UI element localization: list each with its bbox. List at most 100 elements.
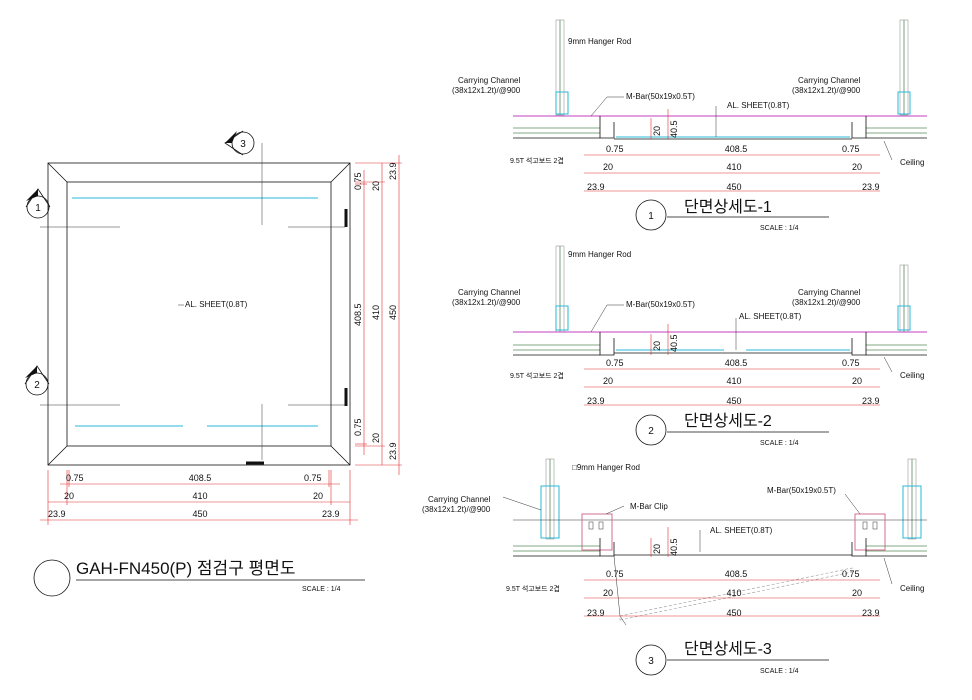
dim-label: 20 [652, 126, 662, 136]
section-title-circle [635, 199, 667, 231]
dim-label: 20 [652, 544, 662, 554]
section-marker-3: 3 [224, 130, 255, 156]
dim-label: 23.9 [322, 509, 340, 519]
dim-label: 0.75 [606, 569, 624, 579]
dim-label: 0.75 [304, 473, 322, 483]
mbar-clip [581, 513, 613, 551]
mbar-clip [854, 513, 886, 551]
section-title: 단면상세도-2 [684, 412, 772, 430]
dim-label: 23.9 [862, 182, 880, 192]
ceiling-label: Ceiling [900, 371, 924, 380]
dim-label: 20 [313, 491, 323, 501]
marker-number: 1 [35, 203, 41, 214]
dim-label: 410 [371, 305, 381, 320]
carrying-label: (38x12x1.2t)/@900 [422, 505, 491, 514]
dim-label: 450 [726, 396, 741, 406]
plan-title-circle [33, 559, 71, 597]
dim-label: 23.9 [587, 182, 605, 192]
carrying-label: Carrying Channel [458, 288, 520, 297]
hanger-label: □9mm Hanger Rod [572, 463, 640, 472]
dim-label: 0.75 [842, 144, 860, 154]
dim-label: 20 [852, 376, 862, 386]
section-number: 1 [648, 211, 654, 222]
dim-label: 0.75 [66, 473, 84, 483]
section-scale: SCALE : 1/4 [760, 225, 799, 232]
plan-scale: SCALE : 1/4 [302, 586, 341, 593]
plan-sheet-label: AL. SHEET(0.8T) [185, 300, 248, 309]
dim-label: 408.5 [353, 303, 363, 326]
mbar-label: M-Bar(50x19x0.5T) [626, 92, 695, 101]
section-detail-3: □9mm Hanger Rod Carrying Channel (38x12x… [422, 458, 927, 676]
dim-label: 450 [726, 182, 741, 192]
dim-label: 408.5 [725, 358, 748, 368]
dim-label: 23.9 [388, 162, 398, 180]
carrying-label: (38x12x1.2t)/@900 [792, 86, 861, 95]
dim-label: 450 [726, 608, 741, 618]
dim-label: 0.75 [353, 418, 363, 436]
dim-label: 410 [726, 162, 741, 172]
dim-label: 0.75 [842, 358, 860, 368]
mbar-label: M-Bar(50x19x0.5T) [626, 300, 695, 309]
dim-label: 40.5 [669, 334, 679, 352]
dim-label: 410 [726, 376, 741, 386]
section-title-circle [635, 414, 667, 446]
dim-label: 23.9 [388, 442, 398, 460]
dim-label: 450 [388, 305, 398, 320]
dim-label: 20 [652, 341, 662, 351]
dim-label: 40.5 [669, 120, 679, 138]
carrying-label: Carrying Channel [798, 76, 860, 85]
dim-label: 23.9 [862, 396, 880, 406]
plan-title: GAH-FN450(P) 점검구 평면도 [76, 559, 295, 578]
dim-label: 20 [603, 162, 613, 172]
plan-view: 1 2 3 AL. SHEET(0.8T) [24, 130, 402, 597]
carrying-label: Carrying Channel [458, 76, 520, 85]
marker-number: 2 [34, 380, 40, 391]
section-scale: SCALE : 1/4 [760, 668, 799, 675]
sheet-label: AL. SHEET(0.8T) [727, 101, 790, 110]
section-marker-1: 1 [25, 188, 51, 219]
section-marker-2: 2 [24, 365, 50, 396]
section-title: 단면상세도-3 [684, 640, 772, 658]
plan-bottom-dimensions: 0.75 408.5 0.75 20 410 20 23.9 450 23.9 [40, 470, 358, 525]
dim-label: 20 [852, 162, 862, 172]
section-title-circle [635, 644, 667, 676]
board-label: 9.5T 석고보드 2겹 [510, 371, 564, 380]
dim-label: 23.9 [862, 608, 880, 618]
carrying-label: Carrying Channel [798, 288, 860, 297]
carrying-label: Carrying Channel [428, 495, 490, 504]
sheet-label: AL. SHEET(0.8T) [710, 526, 773, 535]
plan-right-dimensions: 0.75 20 408.5 410 450 23.9 0.75 20 23.9 [353, 155, 402, 475]
marker-number: 3 [240, 139, 246, 150]
dim-label: 410 [192, 491, 207, 501]
section-number: 2 [648, 426, 654, 437]
section-title: 단면상세도-1 [684, 198, 772, 216]
section-detail-2: 9mm Hanger Rod Carrying Channel (38x12x1… [452, 245, 927, 447]
mbar-label: M-Bar(50x19x0.5T) [767, 486, 836, 495]
dim-label: 0.75 [353, 172, 363, 190]
dim-label: 0.75 [606, 144, 624, 154]
section-scale: SCALE : 1/4 [760, 440, 799, 447]
board-label: 9.5T 석고보드 2겹 [506, 584, 560, 593]
dim-label: 20 [371, 433, 381, 443]
carrying-label: (38x12x1.2t)/@900 [792, 298, 861, 307]
dim-label: 410 [726, 588, 741, 598]
dim-label: 23.9 [587, 396, 605, 406]
dim-label: 20 [603, 588, 613, 598]
dim-label: 0.75 [606, 358, 624, 368]
ceiling-label: Ceiling [900, 584, 924, 593]
hanger-label: 9mm Hanger Rod [568, 250, 631, 259]
dim-label: 408.5 [189, 473, 212, 483]
hanger-label: 9mm Hanger Rod [568, 37, 631, 46]
section-number: 3 [648, 656, 654, 667]
dim-label: 40.5 [669, 538, 679, 556]
dim-label: 0.75 [842, 569, 860, 579]
sheet-label: AL. SHEET(0.8T) [739, 312, 802, 321]
dim-label: 450 [192, 509, 207, 519]
section-detail-1: 9mm Hanger Rod Carrying Channel (38x12x1… [452, 19, 927, 232]
board-label: 9.5T 석고보드 2겹 [510, 156, 564, 165]
ceiling-label: Ceiling [900, 158, 924, 167]
dim-label: 23.9 [48, 509, 66, 519]
plan-inner-frame [66, 181, 332, 447]
dim-label: 23.9 [587, 608, 605, 618]
dim-label: 20 [603, 376, 613, 386]
